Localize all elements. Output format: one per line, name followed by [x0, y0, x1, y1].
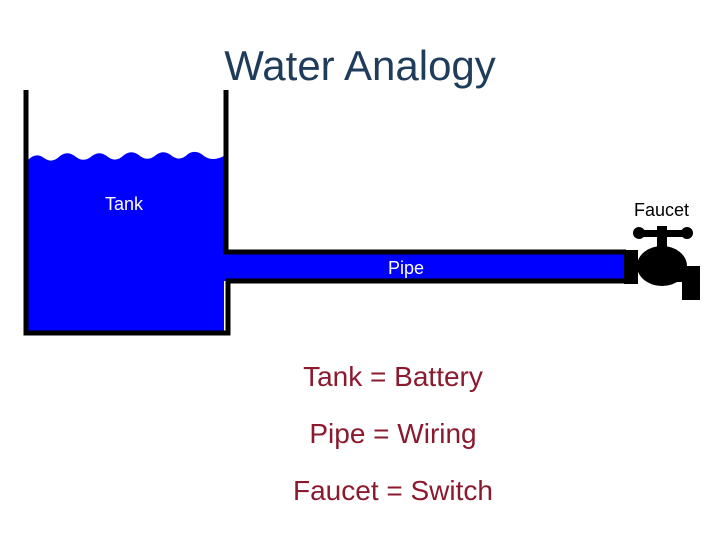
faucet-label: Faucet: [634, 200, 690, 220]
tank-label: Tank: [105, 194, 144, 214]
analogy-tank: Tank = Battery: [303, 361, 483, 392]
tank-outline: [23, 90, 626, 336]
analogy-faucet: Faucet = Switch: [293, 475, 493, 506]
faucet-icon: [624, 226, 700, 300]
tank-water: [28, 151, 224, 332]
analogy-list: Tank = Battery Pipe = Wiring Faucet = Sw…: [0, 355, 720, 526]
pipe-label: Pipe: [388, 258, 425, 278]
analogy-pipe: Pipe = Wiring: [309, 418, 477, 449]
slide-title: Water Analogy: [224, 42, 496, 89]
pipe-water: [224, 252, 626, 281]
pipe-top-outline: [223, 90, 626, 255]
